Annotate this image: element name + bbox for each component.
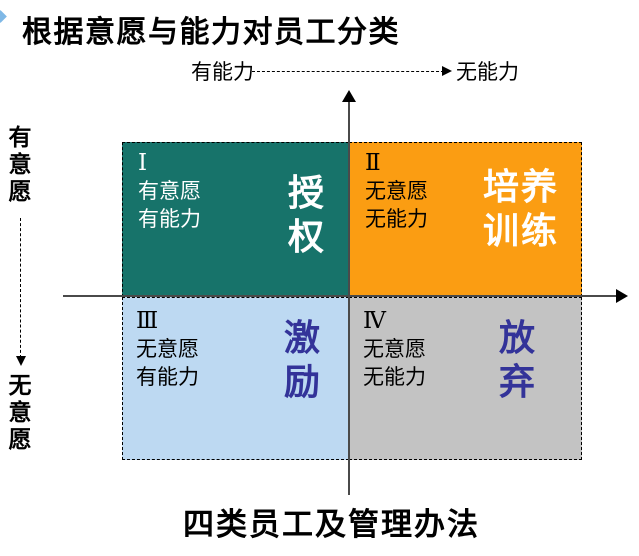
dashed-arrow-down-line [20, 218, 21, 358]
dashed-arrow-right-icon [442, 66, 452, 76]
quadrant-1-numeral: Ⅰ [138, 150, 148, 176]
quadrant-3-action: 激励 [283, 317, 320, 403]
quadrant-2-trait-unwilling: 无意愿 [365, 179, 428, 203]
quadrant-4-abandon: Ⅳ 无意愿 无能力 放弃 [349, 297, 582, 460]
quadrant-4-trait-unwilling: 无意愿 [363, 337, 426, 361]
footer-title: 四类员工及管理办法 [183, 507, 480, 543]
quadrant-2-labels: Ⅱ 无意愿 无能力 [365, 149, 428, 233]
quadrant-1-action: 授权 [287, 172, 324, 258]
quadrant-3-motivate: Ⅲ 无意愿 有能力 激励 [122, 297, 349, 460]
quadrant-2-train: Ⅱ 无意愿 无能力 培养训练 [349, 142, 582, 297]
quadrant-3-labels: Ⅲ 无意愿 有能力 [136, 307, 199, 391]
quadrant-3-numeral: Ⅲ [136, 308, 159, 334]
horizontal-axis-line [63, 295, 618, 297]
title-bullet-icon [0, 10, 7, 23]
top-axis-label-capable: 有能力 [191, 60, 254, 84]
quadrant-2-trait-incapable: 无能力 [365, 207, 428, 231]
quadrant-1-trait-willing: 有意愿 [138, 179, 201, 203]
quadrant-4-numeral: Ⅳ [363, 308, 386, 334]
horizontal-axis-arrow-icon [616, 289, 628, 303]
quadrant-4-action: 放弃 [498, 317, 535, 403]
left-axis-label-willing: 有意愿 [8, 124, 32, 205]
left-axis-label-unwilling: 无意愿 [8, 372, 32, 453]
vertical-axis-arrow-icon [342, 90, 356, 102]
quadrant-1-labels: Ⅰ 有意愿 有能力 [138, 149, 201, 233]
quadrant-3-trait-capable: 有能力 [136, 365, 199, 389]
quadrant-4-trait-incapable: 无能力 [363, 365, 426, 389]
dashed-arrow-right-line [252, 71, 444, 72]
quadrant-3-trait-unwilling: 无意愿 [136, 337, 199, 361]
quadrant-1-trait-capable: 有能力 [138, 207, 201, 231]
dashed-arrow-down-icon [16, 356, 26, 366]
quadrant-2-numeral: Ⅱ [365, 150, 381, 176]
quadrant-4-labels: Ⅳ 无意愿 无能力 [363, 307, 426, 391]
top-axis-label-incapable: 无能力 [456, 60, 519, 84]
vertical-axis-line [348, 100, 350, 495]
quadrant-2-action: 培养训练 [482, 166, 559, 252]
quadrant-1-delegate: Ⅰ 有意愿 有能力 授权 [122, 142, 349, 297]
page-title: 根据意愿与能力对员工分类 [22, 15, 400, 50]
